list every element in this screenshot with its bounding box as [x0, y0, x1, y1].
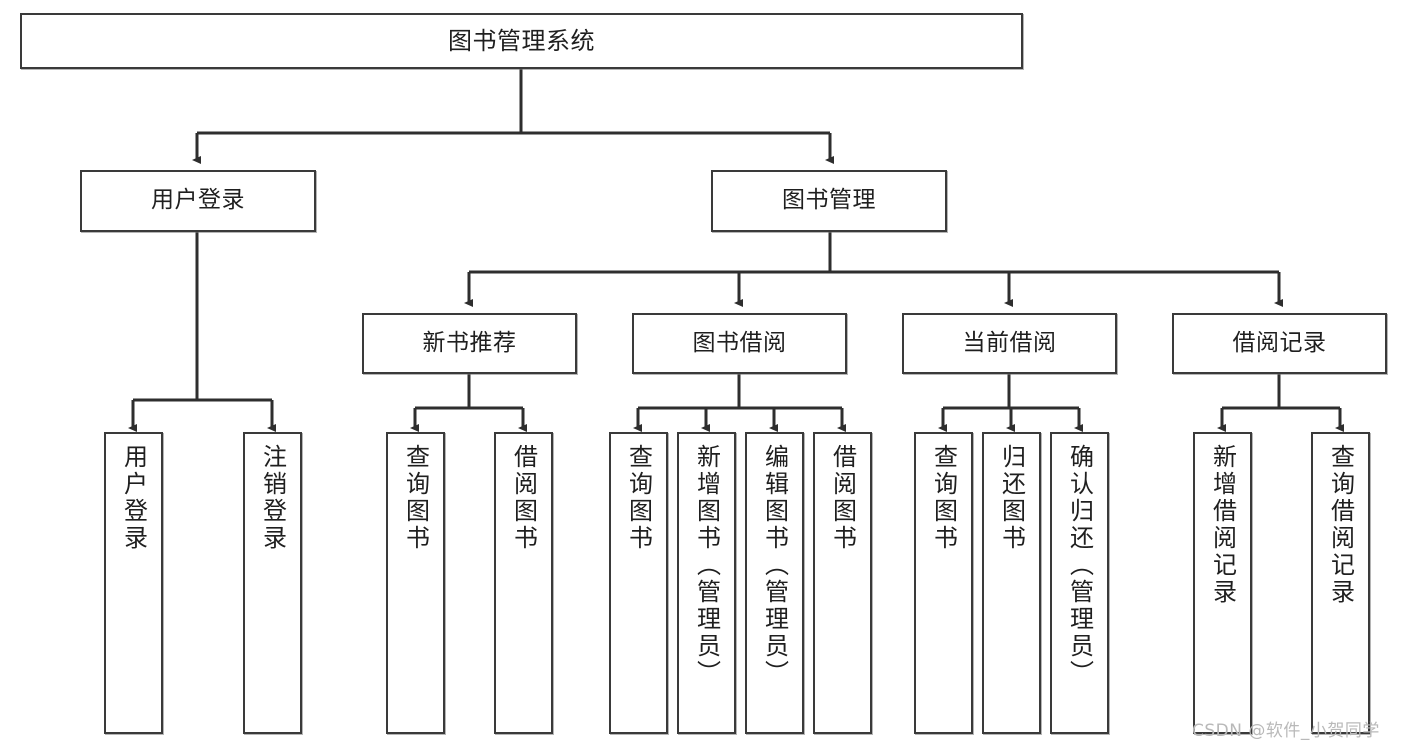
leaf-borrow-book-b[interactable]: 借阅图书	[813, 432, 872, 734]
node-root[interactable]: 图书管理系统	[20, 13, 1023, 69]
node-book-manage[interactable]: 图书管理	[711, 170, 947, 232]
leaf-user-login-label: 用户登录	[119, 444, 148, 552]
leaf-query-book-a[interactable]: 查询图书	[386, 432, 445, 734]
leaf-query-book-a-label: 查询图书	[401, 444, 430, 552]
node-book-borrow-label: 图书借阅	[692, 329, 787, 356]
node-borrow-record[interactable]: 借阅记录	[1172, 313, 1387, 374]
node-user-login[interactable]: 用户登录	[80, 170, 316, 232]
leaf-borrow-book-a[interactable]: 借阅图书	[494, 432, 553, 734]
watermark: CSDN @软件_小贺同学	[1192, 721, 1380, 741]
leaf-user-login[interactable]: 用户登录	[104, 432, 163, 734]
leaf-edit-book[interactable]: 编辑图书（管理员）	[745, 432, 804, 734]
node-new-book-recommend-label: 新书推荐	[422, 329, 517, 356]
leaf-logout[interactable]: 注销登录	[243, 432, 302, 734]
leaf-borrow-book-b-label: 借阅图书	[828, 444, 857, 552]
node-current-borrow-label: 当前借阅	[962, 329, 1057, 356]
leaf-return-book-label: 归还图书	[997, 444, 1026, 552]
leaf-confirm-return[interactable]: 确认归还（管理员）	[1050, 432, 1109, 734]
node-book-borrow[interactable]: 图书借阅	[632, 313, 847, 374]
leaf-query-book-c[interactable]: 查询图书	[914, 432, 973, 734]
leaf-confirm-return-label: 确认归还（管理员）	[1065, 444, 1094, 687]
node-book-manage-label: 图书管理	[782, 187, 876, 214]
leaf-query-book-b-label: 查询图书	[624, 444, 653, 552]
node-new-book-recommend[interactable]: 新书推荐	[362, 313, 577, 374]
leaf-add-book-label: 新增图书（管理员）	[692, 444, 721, 687]
node-current-borrow[interactable]: 当前借阅	[902, 313, 1117, 374]
node-borrow-record-label: 借阅记录	[1232, 329, 1327, 356]
leaf-add-book[interactable]: 新增图书（管理员）	[677, 432, 736, 734]
leaf-add-record[interactable]: 新增借阅记录	[1193, 432, 1252, 734]
leaf-add-record-label: 新增借阅记录	[1208, 444, 1237, 606]
leaf-return-book[interactable]: 归还图书	[982, 432, 1041, 734]
leaf-query-record[interactable]: 查询借阅记录	[1311, 432, 1370, 734]
leaf-query-record-label: 查询借阅记录	[1326, 444, 1355, 606]
node-user-login-label: 用户登录	[151, 187, 245, 214]
leaf-query-book-c-label: 查询图书	[929, 444, 958, 552]
leaf-query-book-b[interactable]: 查询图书	[609, 432, 668, 734]
leaf-borrow-book-a-label: 借阅图书	[509, 444, 538, 552]
node-root-label: 图书管理系统	[448, 26, 595, 55]
leaf-logout-label: 注销登录	[258, 444, 287, 552]
leaf-edit-book-label: 编辑图书（管理员）	[760, 444, 789, 687]
